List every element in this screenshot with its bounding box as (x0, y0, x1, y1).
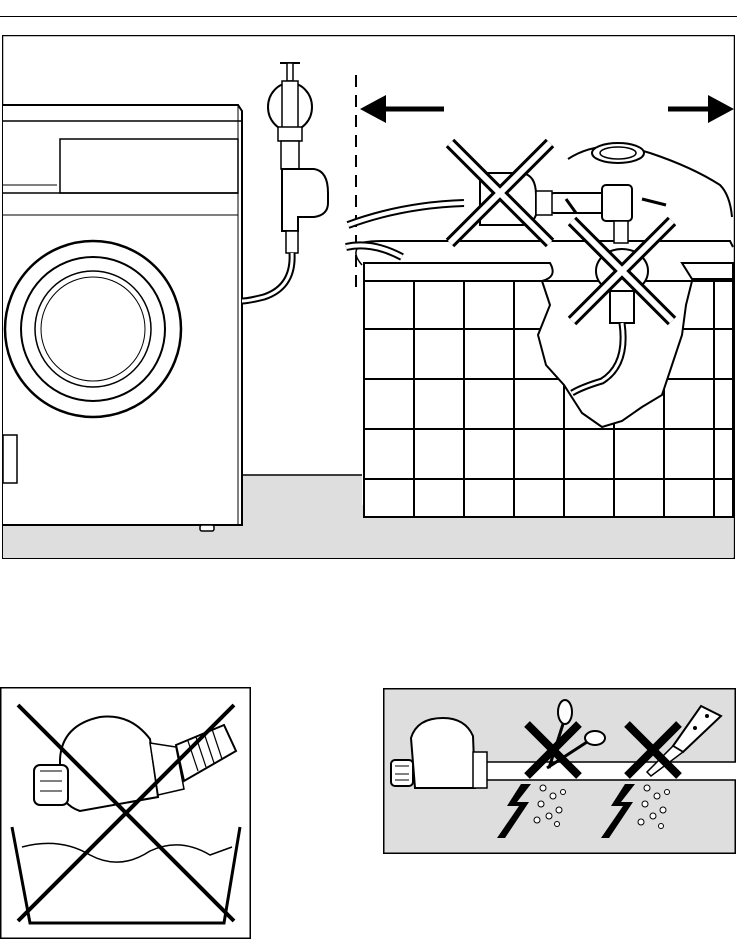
installation-drawing (2, 35, 735, 559)
bathtub-icon (346, 241, 733, 517)
submerge-drawing (0, 687, 251, 939)
installation-illustration (2, 35, 735, 559)
cut-drawing (383, 688, 736, 854)
do-not-cut-hose-illustration (383, 688, 736, 854)
header-rule (0, 16, 737, 17)
hose (483, 762, 736, 780)
washing-machine-icon (3, 105, 242, 531)
do-not-submerge-illustration (0, 687, 251, 939)
